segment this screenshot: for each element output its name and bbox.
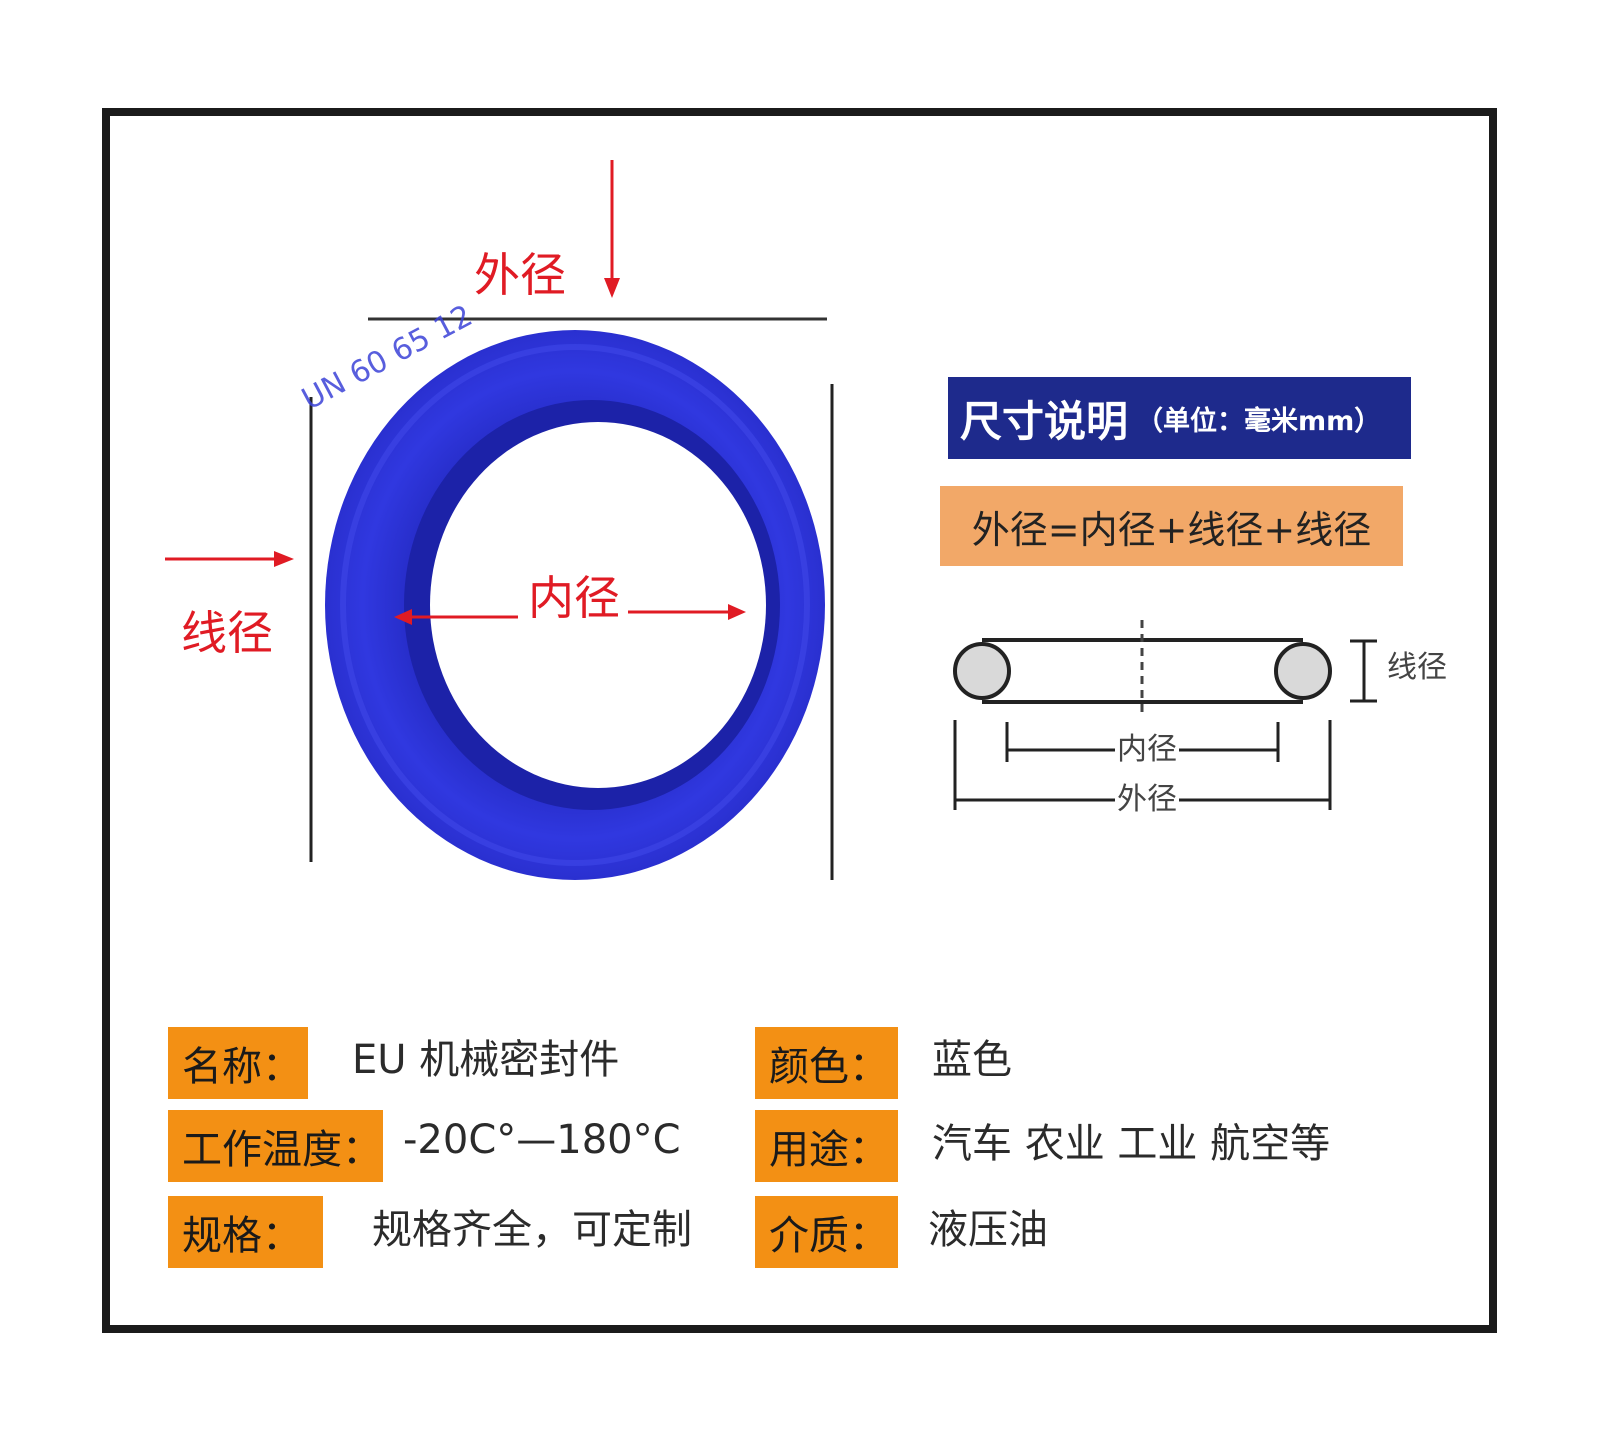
outer-arrow-head	[604, 278, 620, 298]
spec-name-label: 名称：	[168, 1027, 308, 1099]
spec-size-label: 规格：	[168, 1196, 323, 1268]
size-note-title: 尺寸说明	[960, 396, 1129, 446]
spec-medium-value: 液压油	[928, 1207, 1048, 1253]
spec-color-label: 颜色：	[755, 1027, 898, 1099]
spec-name-value: EU 机械密封件	[352, 1037, 620, 1083]
seal-ring-image	[325, 330, 825, 880]
spec-use-value: 汽车 农业 工业 航空等	[932, 1121, 1331, 1167]
inner-arrow-right-head	[728, 604, 746, 620]
inner-diameter-label: 内径	[528, 571, 620, 625]
wire-arrow-head	[274, 551, 294, 567]
spec-size-value: 规格齐全，可定制	[372, 1207, 692, 1253]
spec-use-label: 用途：	[755, 1110, 898, 1182]
oring-section-left	[953, 642, 1011, 700]
size-note-title-box: 尺寸说明 （单位：毫米mm）	[948, 377, 1411, 459]
spec-medium-label: 介质：	[755, 1196, 898, 1268]
oring-section-right	[1274, 642, 1332, 700]
oring-diagram	[953, 620, 1377, 810]
spec-temp-value: -20C°—180°C	[403, 1117, 681, 1163]
diagram-inner-label: 内径	[1115, 732, 1179, 767]
size-note-unit: （单位：毫米mm）	[1136, 405, 1382, 437]
inner-arrow-left-head	[394, 609, 412, 625]
diagram-wire-label: 线径	[1385, 650, 1449, 685]
size-formula: 外径=内径+线径+线径	[940, 486, 1403, 566]
spec-color-value: 蓝色	[932, 1037, 1012, 1083]
wire-diameter-label: 线径	[181, 606, 273, 660]
diagram-outer-label: 外径	[1115, 782, 1179, 817]
outer-diameter-label: 外径	[474, 248, 566, 302]
spec-temp-label: 工作温度：	[168, 1110, 383, 1182]
